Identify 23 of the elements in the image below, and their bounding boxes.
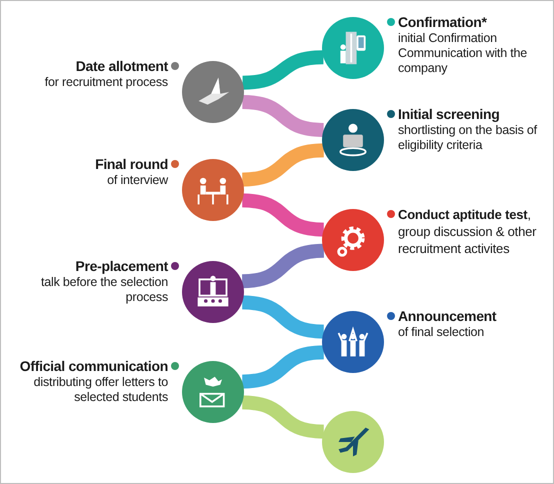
step-description: of interview	[106, 173, 168, 188]
step-description: of final selection	[398, 325, 486, 340]
step-description: Conduct aptitude test, group discussion & other recruitment activites	[398, 206, 538, 257]
step-description: shortlisting on the basis of eligibility criteria	[398, 123, 538, 153]
step-heading: Announcement	[398, 308, 498, 325]
step-description: talk before the selection process	[40, 275, 168, 305]
step-heading: Final round	[94, 156, 168, 173]
step-heading: Pre-placement	[74, 258, 168, 275]
step-heading: Official communication	[18, 358, 168, 375]
ribbon-connector	[242, 143, 324, 187]
step-heading: Confirmation*	[398, 14, 488, 31]
ribbon-connector	[242, 295, 324, 339]
ribbon-connector	[242, 50, 324, 90]
step-description: for recruitment process	[44, 75, 168, 90]
step-heading: Date allotment	[74, 58, 168, 75]
step-heading: Initial screening	[398, 106, 500, 123]
step-description: distributing offer letters to selected students	[32, 375, 168, 405]
ribbon-connector	[242, 193, 324, 237]
ribbon-connector	[242, 395, 324, 439]
ribbon-connector	[242, 345, 324, 389]
step-description: initial Confirmation Communication with the company	[398, 31, 528, 76]
ribbon-connector	[242, 244, 324, 288]
ribbon-connector	[242, 95, 324, 137]
